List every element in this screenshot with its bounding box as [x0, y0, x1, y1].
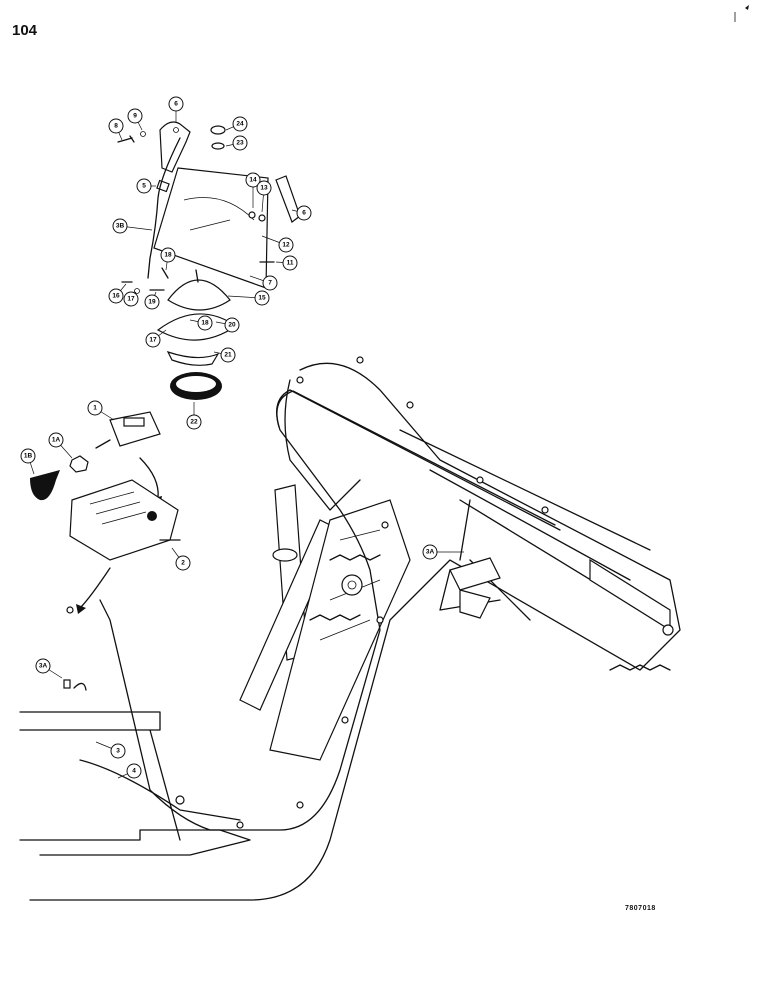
callout-16: 16: [108, 283, 127, 304]
callout-label: 2: [181, 560, 185, 567]
callout-1b: 1B: [20, 448, 36, 475]
callout-18a: 18: [160, 247, 176, 271]
switch-assembly: [30, 411, 181, 614]
callout-label: 6: [302, 210, 306, 217]
callout-3a2: 3A: [35, 658, 63, 679]
callout-3b: 3B: [112, 218, 153, 234]
callout-8: 8: [108, 118, 124, 141]
callout-label: 3A: [426, 549, 435, 556]
callout-label: 3B: [116, 223, 125, 230]
wiring-harness: [63, 356, 561, 831]
callout-7: 7: [249, 275, 278, 291]
callout-label: 21: [224, 352, 232, 359]
callout-label: 3A: [39, 663, 48, 670]
callout-1: 1: [87, 400, 115, 421]
callout-3: 3: [95, 741, 126, 759]
callout-label: 18: [164, 252, 172, 259]
callout-label: 9: [133, 113, 137, 120]
callout-label: 6: [174, 101, 178, 108]
callout-22: 22: [186, 402, 202, 430]
callout-label: 14: [249, 177, 257, 184]
callout-label: 20: [228, 322, 236, 329]
callout-label: 22: [190, 419, 198, 426]
switch-body: [109, 411, 161, 447]
page-number: 104: [12, 22, 38, 39]
callout-label: 15: [258, 295, 266, 302]
callout-5: 5: [136, 178, 156, 194]
callout-label: 13: [260, 185, 268, 192]
callout-19: 19: [144, 291, 160, 310]
callout-label: 23: [236, 140, 244, 147]
washer: [140, 131, 146, 137]
callout-3a1: 3A: [422, 544, 464, 560]
callout-1a: 1A: [48, 432, 73, 459]
callout-20: 20: [215, 317, 240, 333]
bolt: [117, 135, 135, 143]
callout-label: 24: [236, 121, 244, 128]
console-panel: [69, 479, 179, 561]
callout-label: 1B: [24, 453, 33, 460]
corner-marks: [734, 5, 749, 22]
callout-6a: 6: [168, 96, 184, 122]
callout-label: 18: [201, 320, 209, 327]
callout-13: 13: [256, 180, 272, 213]
callout-label: 16: [112, 293, 120, 300]
callout-18b: 18: [189, 315, 213, 331]
callout-label: 1: [93, 405, 97, 412]
callout-label: 7: [268, 280, 272, 287]
callout-label: 12: [282, 242, 290, 249]
callout-label: 11: [287, 260, 294, 267]
callout-14: 14: [245, 172, 261, 208]
callout-label: 4: [132, 768, 136, 775]
callout-24: 24: [225, 116, 248, 132]
callout-2: 2: [171, 547, 191, 571]
figure-code: 7807018: [625, 905, 656, 912]
callout-17a: 17: [123, 291, 139, 307]
callout-4: 4: [117, 763, 142, 779]
callout-label: 17: [127, 296, 135, 303]
harness-clips: [66, 356, 549, 829]
callout-label: 19: [148, 299, 156, 306]
callout-11: 11: [275, 255, 298, 271]
callout-label: 3: [116, 748, 120, 755]
lamp-housing: [167, 279, 231, 311]
callout-9: 9: [127, 108, 143, 131]
callout-label: 17: [149, 337, 157, 344]
callout-12: 12: [261, 235, 294, 253]
callout-label: 8: [114, 123, 118, 130]
callout-23: 23: [225, 135, 248, 151]
wire-3b: [147, 137, 181, 279]
callout-17b: 17: [145, 329, 167, 348]
callout-label: 1A: [52, 437, 61, 444]
callout-label: 5: [142, 183, 146, 190]
work-lamp-assembly: [117, 121, 301, 400]
callout-6b: 6: [291, 205, 312, 221]
callout-15: 15: [227, 290, 270, 306]
callout-21: 21: [213, 347, 236, 363]
